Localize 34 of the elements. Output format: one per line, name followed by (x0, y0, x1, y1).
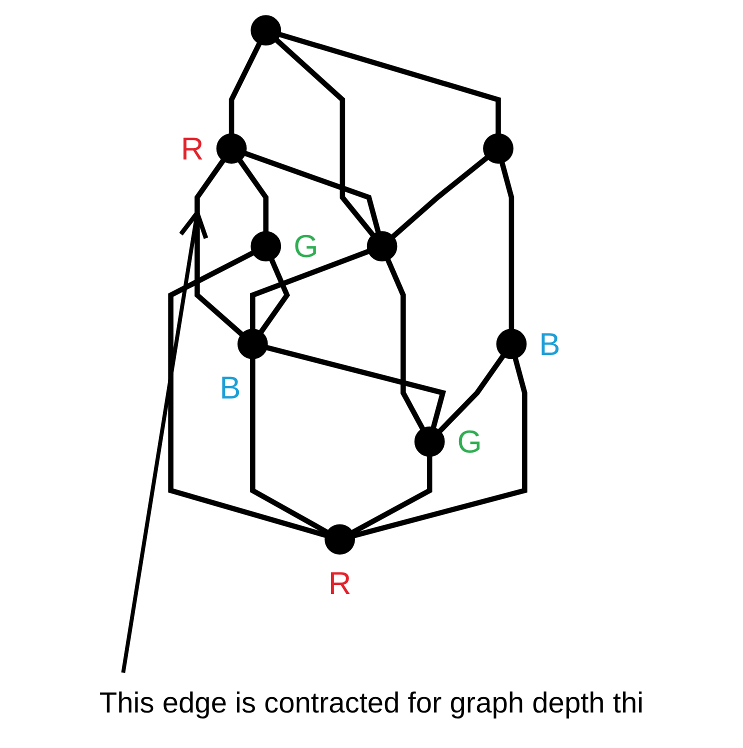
graph-edge (168, 250, 327, 538)
graph-edge (274, 38, 375, 237)
vertex-dot (414, 426, 445, 457)
graph-edge (250, 248, 370, 330)
vertex-label: R (180, 130, 204, 167)
vertex-dot (250, 231, 282, 262)
graph-edge (238, 158, 268, 232)
vertex-dot (496, 328, 527, 360)
vertex-dot (250, 15, 282, 46)
graph-edge (279, 32, 501, 134)
vertex-dot (237, 328, 268, 360)
graph-edge (250, 358, 328, 535)
vertex-dot (216, 133, 247, 164)
graph-edge (266, 345, 446, 428)
vertex-label: G (457, 424, 482, 460)
vertex-label: B (539, 326, 560, 362)
graph-edge (351, 456, 432, 535)
graph-edge (391, 156, 489, 239)
graph-edge (438, 354, 506, 434)
annotation-text: This edge is contracted for graph depth thi (99, 686, 644, 719)
vertex-label: G (294, 228, 318, 264)
graph-edge (258, 258, 290, 334)
graph-edge (194, 158, 244, 336)
vertex-label: R (328, 564, 352, 601)
vertex-dot (483, 133, 514, 164)
vertex-dot (324, 524, 355, 555)
graph-edge (228, 42, 262, 134)
leader-arrow (121, 210, 208, 674)
vertex-dot (366, 231, 398, 262)
graph-edge (244, 150, 381, 233)
graph-edge (385, 258, 426, 430)
graph-edge (500, 162, 514, 330)
graph-edge (353, 357, 528, 538)
vertex-label: B (220, 370, 241, 406)
